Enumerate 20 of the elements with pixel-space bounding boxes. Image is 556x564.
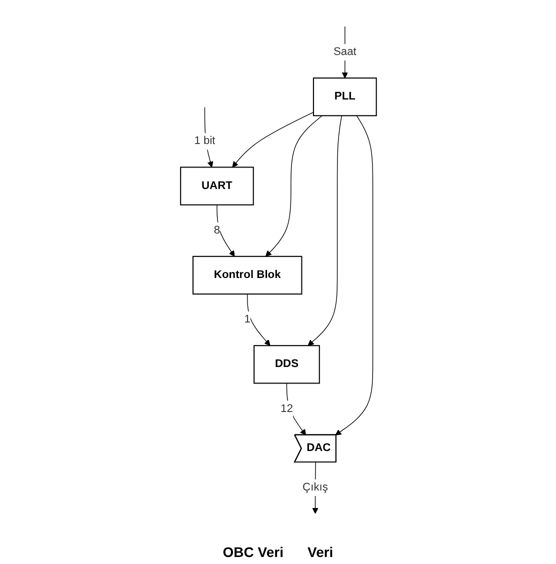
edge-label: 8 (213, 224, 220, 236)
arrow (204, 106, 213, 168)
edge-label: 12 (280, 402, 292, 415)
edge-label: 1 bit (194, 135, 215, 148)
node-box: PLL (312, 78, 376, 116)
edge-label: Çıkış (302, 481, 328, 494)
edge-label: Saat (332, 46, 356, 58)
node-box: DDS (253, 345, 320, 384)
arrow (265, 115, 322, 257)
arrow (307, 115, 342, 346)
arrow (232, 112, 314, 168)
edge-label: 1 (244, 314, 250, 326)
node-box: Kontrol Blok (192, 256, 302, 295)
signal-label: OBC Veri (222, 544, 284, 560)
arrow (246, 294, 270, 346)
node-box: UART (180, 166, 254, 206)
signal-label: Veri (308, 544, 334, 560)
arrow (216, 204, 234, 257)
arrow (341, 26, 348, 78)
arrow (334, 115, 373, 436)
